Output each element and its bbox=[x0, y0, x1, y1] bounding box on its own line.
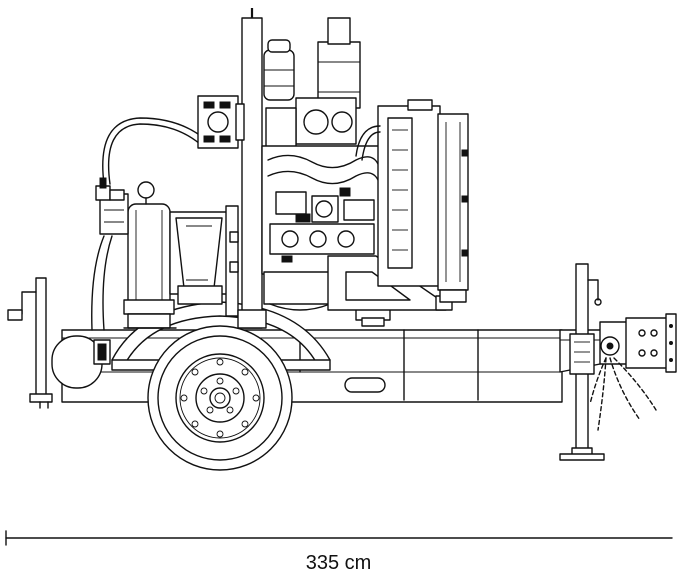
radiator bbox=[355, 99, 469, 303]
rear-intake-tank bbox=[51, 335, 111, 389]
length-dimension-label: 335 cm bbox=[305, 552, 372, 574]
diesel-engine bbox=[261, 17, 391, 327]
pump-unit bbox=[91, 177, 239, 331]
vacuum-hose bbox=[102, 117, 207, 185]
lifting-frame bbox=[237, 8, 267, 329]
length-dimension-line bbox=[5, 530, 673, 546]
vacuum-compressor bbox=[197, 95, 245, 149]
safety-chains bbox=[589, 357, 657, 431]
rear-jack-stand bbox=[7, 277, 53, 409]
front-jack-stand bbox=[559, 263, 605, 461]
tow-drawbar bbox=[599, 313, 677, 373]
trailer-wheel bbox=[147, 325, 293, 471]
